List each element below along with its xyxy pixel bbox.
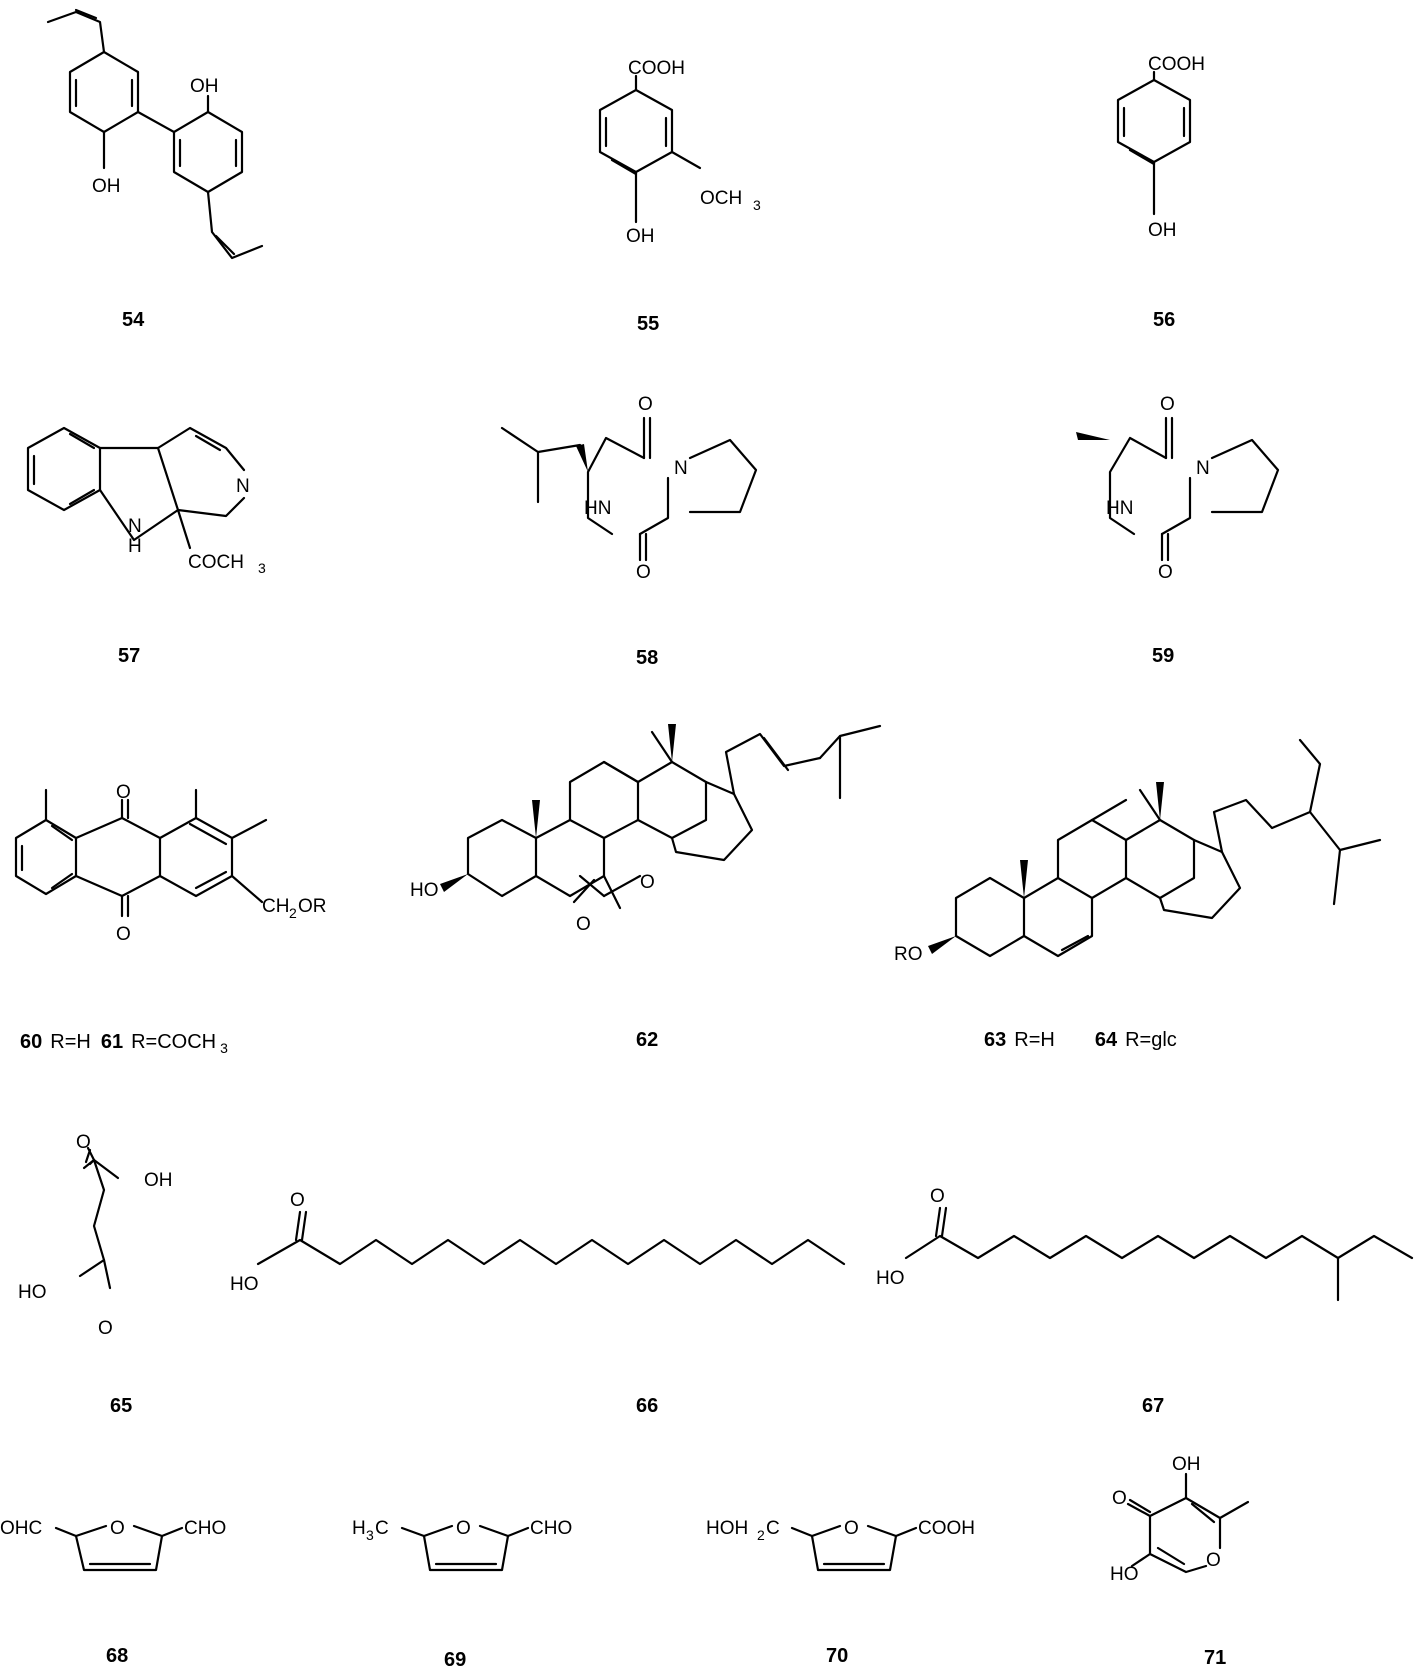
compound-65-oh: OH: [144, 1170, 173, 1191]
compound-68-cho: CHO: [184, 1518, 226, 1539]
compound-69-number: 69: [444, 1649, 466, 1670]
compound-68-number: 68: [106, 1645, 128, 1667]
compound-65-structure: O OH HO O: [18, 1132, 173, 1339]
compound-70-cooh: COOH: [918, 1518, 975, 1539]
compound-63-ro: RO: [894, 944, 923, 965]
compound-59-o-top: O: [1160, 394, 1175, 415]
compound-59-n: N: [1196, 458, 1210, 479]
compound-66-structure: O HO: [230, 1190, 846, 1295]
compound-63-64-structure: RO: [894, 738, 1382, 965]
compound-54-number: 54: [122, 309, 145, 331]
compound-69-cho: CHO: [530, 1518, 572, 1539]
compound-54-oh-bottom: OH: [92, 176, 121, 197]
compound-60-61-structure: O O CH 2 OR: [14, 782, 327, 945]
compound-57-n-ring: N: [236, 476, 250, 497]
compound-57-coch-subscript: 3: [258, 560, 266, 576]
compound-65-number: 65: [110, 1395, 132, 1417]
compound-55-structure: COOH OCH 3 OH: [598, 58, 761, 247]
compound-67-number: 67: [1142, 1395, 1164, 1417]
compound-61-number: 61: [101, 1031, 123, 1053]
compound-58-o-bottom: O: [636, 562, 651, 583]
compound-58-hn: HN: [584, 498, 611, 519]
compound-63-r-value: R=H: [1014, 1029, 1055, 1051]
compound-68-o-ring: O: [110, 1518, 125, 1539]
compound-71-o-keto: O: [1112, 1488, 1127, 1509]
compound-56-cooh: COOH: [1148, 54, 1205, 75]
compound-70-o-ring: O: [844, 1518, 859, 1539]
compound-59-number: 59: [1152, 645, 1174, 667]
compound-58-number: 58: [636, 647, 658, 669]
compound-56-structure: COOH OH: [1116, 54, 1205, 241]
compound-70-number: 70: [826, 1645, 848, 1667]
compound-69-h: H: [352, 1518, 366, 1539]
compound-63-64-caption: 63 R=H 64 R=glc: [984, 1029, 1177, 1051]
compound-70-structure: HOH 2 C O COOH: [706, 1518, 975, 1572]
compound-71-ho: HO: [1110, 1564, 1139, 1585]
compound-57-structure: N N H COCH 3: [26, 426, 266, 576]
compound-62-ho: HO: [410, 880, 439, 901]
compound-60-or: OR: [298, 896, 327, 917]
compound-60-ch-subscript: 2: [289, 905, 297, 921]
compound-58-structure: O N HN O: [500, 394, 758, 583]
compound-55-number: 55: [637, 313, 659, 335]
compound-57-coch: COCH: [188, 552, 244, 573]
compound-59-hn: HN: [1106, 498, 1133, 519]
compound-70-hoh-subscript: 2: [757, 1527, 765, 1543]
compound-70-hoh: HOH: [706, 1518, 748, 1539]
compound-57-n-indole: N: [128, 516, 142, 537]
compound-65-ho: HO: [18, 1282, 47, 1303]
compound-62-o-bottom: O: [576, 914, 591, 935]
compound-70-c: C: [766, 1518, 780, 1539]
compound-63-number: 63: [984, 1029, 1006, 1051]
compound-55-och-subscript: 3: [753, 197, 761, 213]
compound-69-o-ring: O: [456, 1518, 471, 1539]
compound-57-h-indole: H: [128, 536, 142, 557]
compound-64-number: 64: [1095, 1029, 1118, 1051]
compound-60-r-value: R=H: [50, 1031, 91, 1053]
compound-68-ohc: OHC: [0, 1518, 42, 1539]
compound-65-o-top: O: [76, 1132, 91, 1153]
compound-62-number: 62: [636, 1029, 658, 1051]
compound-59-o-bottom: O: [1158, 562, 1173, 583]
compound-67-o: O: [930, 1186, 945, 1207]
compound-60-number: 60: [20, 1031, 42, 1053]
compound-57-number: 57: [118, 645, 140, 667]
compound-64-r-value: R=glc: [1125, 1029, 1177, 1051]
compound-65-o-bottom: O: [98, 1318, 113, 1339]
compound-60-61-caption: 60 R=H 61 R=COCH 3: [20, 1031, 228, 1056]
compound-71-o-ring: O: [1206, 1550, 1221, 1571]
compound-62-o-right: O: [640, 872, 655, 893]
compound-58-o-top: O: [638, 394, 653, 415]
compound-56-oh: OH: [1148, 220, 1177, 241]
compound-71-oh: OH: [1172, 1454, 1201, 1475]
compound-69-c: C: [375, 1518, 389, 1539]
compound-69-structure: H 3 C O CHO: [352, 1518, 572, 1572]
compound-60-o-bottom: O: [116, 924, 131, 945]
compound-66-ho: HO: [230, 1274, 259, 1295]
compound-55-och: OCH: [700, 188, 742, 209]
compound-58-n: N: [674, 458, 688, 479]
compound-54-oh-top: OH: [190, 76, 219, 97]
compound-61-r-subscript: 3: [220, 1040, 228, 1056]
compound-69-h-subscript: 3: [366, 1527, 374, 1543]
compound-55-cooh: COOH: [628, 58, 685, 79]
compound-66-o: O: [290, 1190, 305, 1211]
compound-67-structure: O HO: [876, 1186, 1414, 1302]
compound-59-structure: O N HN O: [1076, 394, 1280, 583]
compound-55-oh: OH: [626, 226, 655, 247]
compound-60-o-top: O: [116, 782, 131, 803]
compound-71-structure: OH O HO O: [1110, 1454, 1250, 1585]
compound-68-structure: OHC O CHO: [0, 1518, 226, 1572]
compound-71-number: 71: [1204, 1647, 1226, 1669]
compound-61-r-value: R=COCH: [131, 1031, 216, 1053]
compound-56-number: 56: [1153, 309, 1175, 331]
compound-66-number: 66: [636, 1395, 658, 1417]
compound-62-structure: HO O O: [410, 724, 882, 935]
compound-54-structure: OH OH: [46, 8, 264, 260]
compound-67-ho: HO: [876, 1268, 905, 1289]
compound-60-ch: CH: [262, 896, 289, 917]
